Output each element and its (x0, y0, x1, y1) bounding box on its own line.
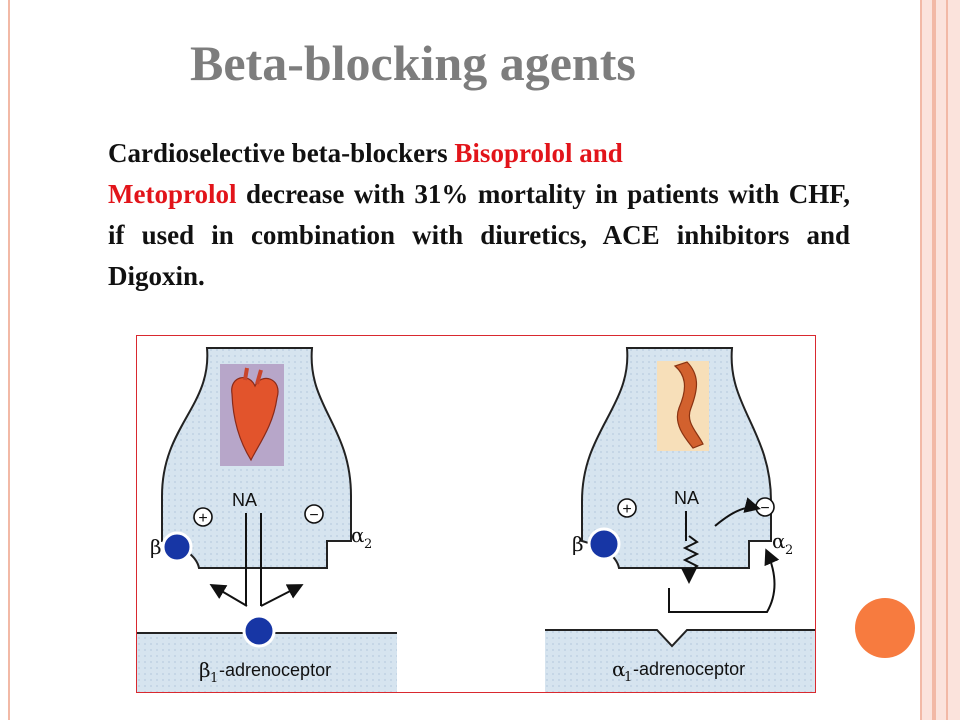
postsynaptic-membrane (545, 630, 815, 692)
alpha1-adrenoceptor-label: -adrenoceptor (633, 659, 745, 679)
minus-sign: − (309, 507, 318, 524)
alpha2-label: α (772, 529, 786, 553)
slide-frame-right-band (920, 0, 960, 720)
drug-name-highlight: Metoprolol (108, 179, 237, 209)
left-arrow (209, 583, 248, 607)
stimulatory-sign (193, 507, 213, 527)
right-synapse-panel: NA + − β α 2 α 1 -adrenoceptor (545, 347, 815, 692)
slide-frame-left (8, 0, 10, 720)
decorative-dot (855, 598, 915, 658)
minus-sign: − (760, 500, 769, 517)
inhibition-arrow (714, 497, 761, 527)
paragraph-text: Cardioselective beta-blockers (108, 138, 455, 168)
neurotransmitter-label: NA (232, 490, 257, 510)
left-synapse-panel: NA + − β α 2 β 1 -adrenoceptor (137, 347, 397, 692)
plus-sign: + (622, 501, 631, 518)
slide-frame-line (946, 0, 948, 720)
beta-receptor (161, 531, 193, 563)
right-arrow (260, 584, 304, 607)
zigzag-line (682, 535, 700, 573)
synapse-diagram: NA + − β α 2 β 1 -adrenoceptor (137, 347, 815, 692)
beta-receptor (587, 527, 621, 561)
beta1-label-sub: 1 (210, 671, 218, 686)
postsynaptic-membrane (137, 633, 397, 692)
alpha2-subscript: 2 (364, 537, 372, 552)
slide-frame-line (920, 0, 922, 720)
blood-vessel-icon (657, 361, 709, 451)
beta-label: β (150, 535, 162, 559)
beta1-receptor (242, 614, 276, 648)
plus-sign: + (198, 510, 207, 527)
paragraph-text: decrease with 31% mortality in patients … (108, 179, 850, 291)
inhibitory-sign (304, 504, 324, 524)
beta1-adrenoceptor-label: -adrenoceptor (219, 660, 331, 680)
alpha2-subscript: 2 (785, 543, 793, 558)
slide-paragraph: Cardioselective beta-blockers Bisoprolol… (108, 133, 850, 297)
drug-name-highlight: Bisoprolol and (454, 138, 623, 168)
neurotransmitter-label: NA (674, 488, 699, 508)
alpha1-label-prefix: α (612, 657, 626, 681)
beta-label: β (572, 532, 584, 556)
alpha1-label-sub: 1 (624, 670, 632, 685)
heart-icon (220, 364, 284, 466)
synapse-figure: NA + − β α 2 β 1 -adrenoceptor (136, 335, 816, 693)
feedback-arrow (668, 548, 780, 613)
alpha2-label: α (351, 523, 365, 547)
slide-frame-line (932, 0, 936, 720)
stimulatory-sign (617, 498, 637, 518)
slide-title: Beta-blocking agents (190, 35, 636, 91)
beta1-label-prefix: β (199, 658, 211, 682)
